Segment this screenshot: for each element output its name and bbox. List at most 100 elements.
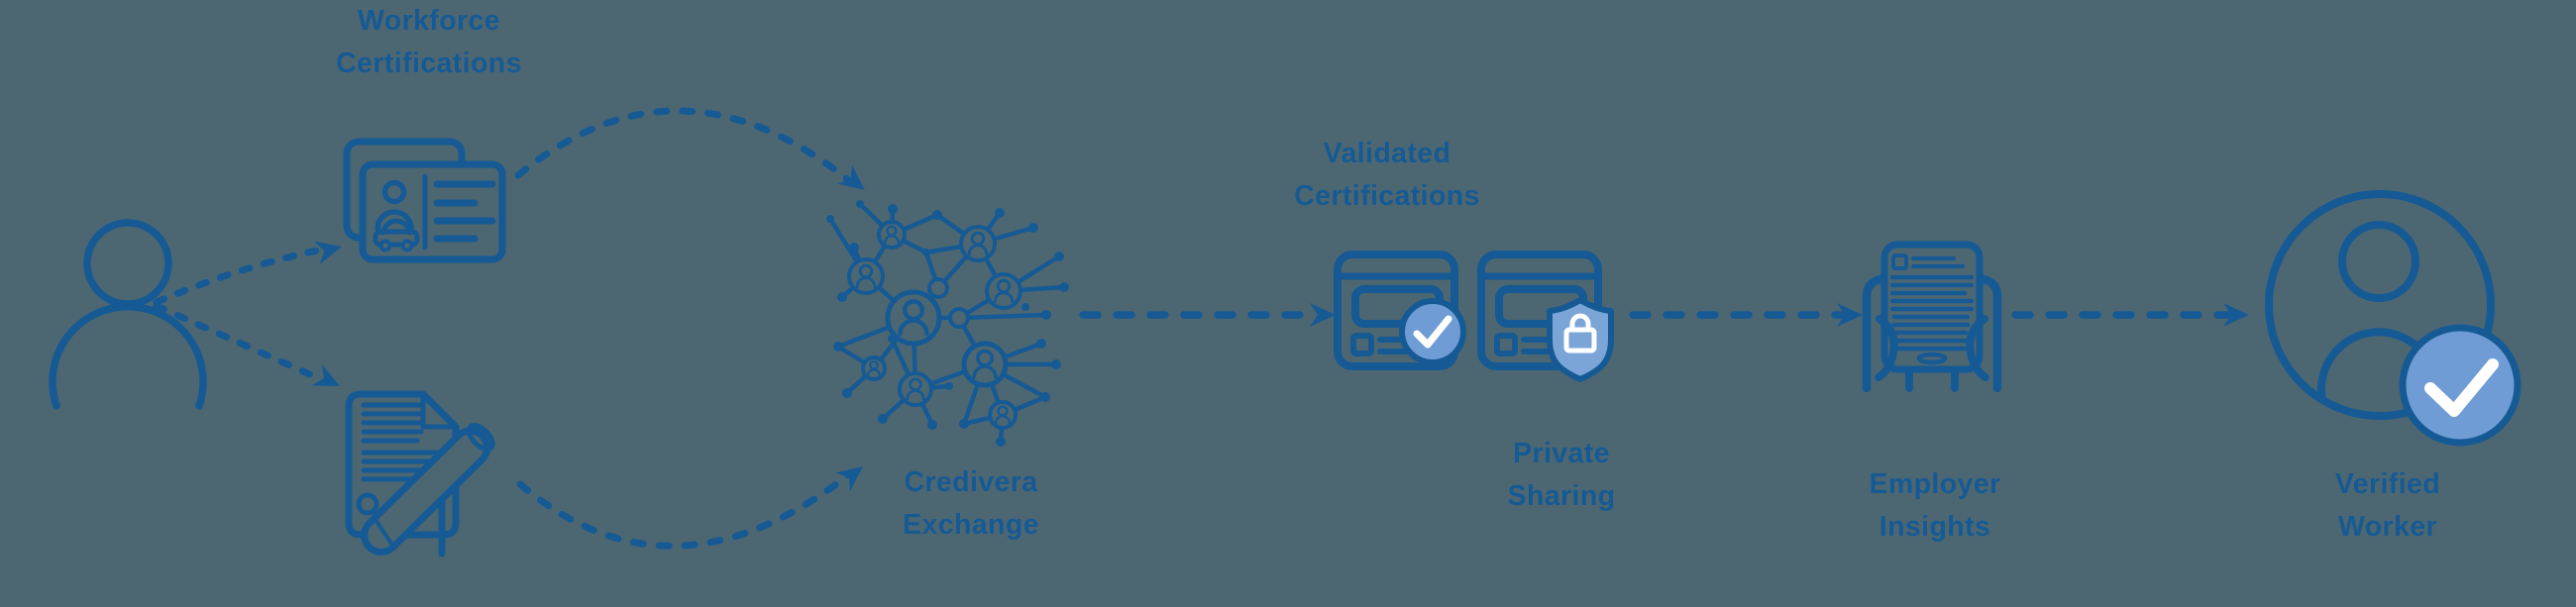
flow-connectors — [153, 107, 2231, 550]
label-employer-insights: Employer Insights — [1869, 463, 2000, 549]
arrowhead — [311, 363, 340, 386]
hands-phone-icon — [1862, 241, 2002, 393]
network-dot — [922, 249, 930, 256]
network-dot — [959, 419, 969, 429]
network-dot — [1054, 252, 1064, 261]
network-person-body — [993, 291, 1015, 303]
network-dot — [837, 292, 847, 302]
network-person-body — [855, 276, 877, 288]
label-verified-worker: Verified Worker — [2335, 463, 2440, 549]
certificate-icon — [345, 390, 495, 557]
label-line: Sharing — [1507, 480, 1616, 512]
network-person-body — [972, 364, 998, 379]
network-dot — [995, 208, 1005, 218]
browser-thumbnail — [1494, 333, 1518, 356]
certificate-page — [345, 390, 460, 539]
network-node — [948, 307, 970, 329]
label-line: Credivera — [904, 466, 1038, 498]
arrowhead — [1310, 303, 1336, 327]
check-mark — [1413, 315, 1452, 349]
network-dot — [1021, 303, 1029, 311]
certificate-seal — [356, 492, 379, 516]
avatar-head — [2338, 221, 2419, 302]
verified-check-mark — [2424, 358, 2499, 417]
label-line: Insights — [1878, 511, 1991, 543]
arrowhead — [837, 164, 865, 190]
shield-lock-icon — [1547, 297, 1614, 382]
network-dot — [856, 200, 864, 208]
label-line: Workforce — [357, 5, 501, 37]
id-card-icon — [343, 138, 506, 263]
worker-head — [83, 219, 172, 308]
label-private-sharing: Private Sharing — [1508, 433, 1616, 518]
browser-thumbnail — [1350, 333, 1374, 356]
network-person-body — [884, 235, 900, 245]
arrowhead — [313, 241, 342, 264]
network-person-body — [995, 415, 1011, 425]
worker-icon — [49, 219, 207, 410]
network-dot — [996, 437, 1006, 447]
label-line: Private — [1513, 438, 1610, 469]
network-dot — [1041, 310, 1051, 320]
verified-badge-circle — [2399, 324, 2522, 447]
check-badge-circle — [1399, 298, 1466, 365]
network-dot — [1036, 339, 1046, 349]
network-person-body — [867, 367, 881, 377]
verified-avatar-icon — [2265, 190, 2522, 447]
network-person-body — [906, 389, 925, 401]
car-wheel — [400, 239, 414, 253]
network-icon — [826, 200, 1069, 447]
network-dot — [1059, 282, 1069, 292]
arrowheads — [311, 164, 2249, 492]
lock-body — [1563, 327, 1597, 354]
network-dot — [1040, 392, 1050, 402]
arrowhead — [835, 466, 863, 492]
network-person-body — [898, 318, 929, 337]
report-text-lines — [1889, 274, 1975, 352]
label-line: Certifications — [1294, 180, 1480, 212]
network-edge — [958, 312, 1047, 321]
label-line: Verified — [2334, 468, 2441, 500]
network-dot — [1028, 223, 1038, 233]
label-line: Exchange — [903, 509, 1039, 541]
car-wheel — [378, 239, 392, 253]
car-body — [373, 229, 420, 248]
car-roof — [379, 218, 413, 236]
label-workforce-certifications: Workforce Certifications — [336, 0, 522, 85]
check-badge-icon — [1399, 298, 1466, 365]
label-line: Employer — [1869, 468, 2001, 500]
network-dot — [888, 335, 896, 343]
report-avatar-box — [1891, 253, 1908, 270]
arc-card-to-exchange — [514, 107, 854, 185]
diploma-scroll — [361, 423, 495, 556]
arrowhead — [1837, 303, 1863, 327]
label-line: Certifications — [336, 48, 522, 79]
card-text-lines — [433, 180, 496, 243]
network-dot — [945, 382, 953, 390]
id-photo-head — [381, 179, 407, 205]
network-dot — [927, 420, 937, 430]
label-line: Validated — [1323, 138, 1451, 169]
network-node — [927, 277, 949, 299]
network-dot — [878, 414, 888, 424]
arrow-person-to-card — [153, 245, 331, 306]
arrow-person-to-certificate — [153, 302, 327, 384]
arc-certificate-to-exchange — [516, 471, 852, 550]
label-credivera-exchange: Credivera Exchange — [903, 461, 1039, 547]
label-line: Worker — [2337, 511, 2438, 543]
label-validated-certifications: Validated Certifications — [1294, 133, 1480, 218]
network-dot — [1051, 359, 1061, 369]
network-dot — [833, 342, 843, 352]
network-dot — [826, 215, 834, 223]
lock-shackle — [1569, 313, 1591, 333]
network-dot — [849, 243, 859, 253]
phone-button — [1916, 352, 1948, 365]
left-thumb — [1875, 315, 1898, 381]
network-dot — [842, 388, 852, 398]
worker-shoulders — [49, 302, 207, 410]
id-photo-shoulders — [375, 209, 414, 232]
shield — [1547, 297, 1614, 382]
right-thumb — [1966, 315, 1989, 381]
network-person-body — [967, 244, 989, 255]
